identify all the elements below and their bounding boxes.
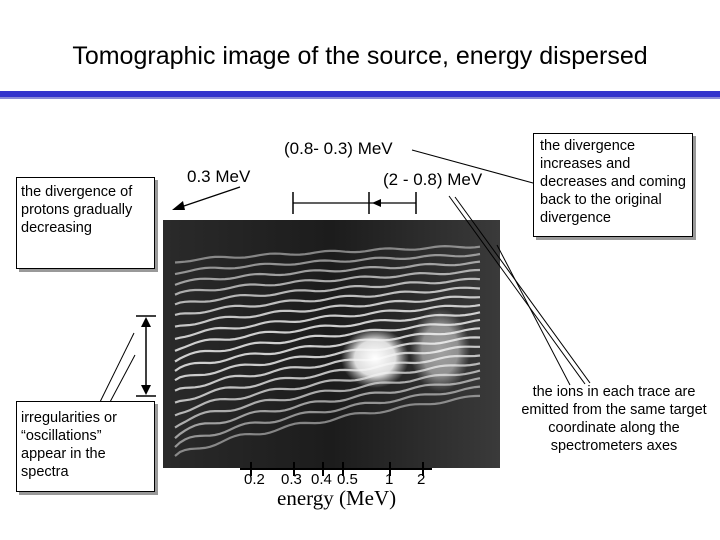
label-range-2-0.8-mev: (2 - 0.8) MeV xyxy=(383,170,483,189)
proton-trace xyxy=(174,303,481,340)
energy-axis-ticks xyxy=(250,462,424,476)
bright-spot-halo xyxy=(410,308,470,392)
slide-title: Tomographic image of the source, energy … xyxy=(72,42,648,70)
label-0.3-mev: 0.3 MeV xyxy=(187,167,251,186)
pointer-ions-3 xyxy=(496,244,571,386)
proton-trace xyxy=(174,252,481,276)
tick-label-0.3: 0.3 xyxy=(281,471,302,488)
pointer-ions-2 xyxy=(448,195,586,385)
proton-trace xyxy=(174,277,481,306)
tick-label-2: 2 xyxy=(417,471,426,488)
proton-trace xyxy=(174,286,481,316)
tick-label-0.2: 0.2 xyxy=(244,471,265,488)
proton-trace xyxy=(174,244,481,264)
title-divider-shadow xyxy=(0,97,720,99)
bright-spot xyxy=(341,328,409,388)
bracket-2-08-arrowhead xyxy=(372,199,381,207)
callout-irregularities: irregularities or “oscillations” appear … xyxy=(16,401,155,492)
tick-label-1: 1 xyxy=(385,471,394,488)
proton-trace xyxy=(174,394,481,457)
vertical-range-arrow-head-bottom xyxy=(141,385,151,395)
vertical-range-arrow-head-top xyxy=(141,317,151,327)
arrow-03-mev xyxy=(177,186,241,209)
tick-label-0.5: 0.5 xyxy=(337,471,358,488)
proton-trace xyxy=(174,295,481,328)
energy-axis-title: energy (MeV) xyxy=(277,486,397,510)
proton-trace xyxy=(174,385,481,448)
callout-divergence-decreasing: the divergence of protons gradually decr… xyxy=(16,177,155,269)
proton-trace xyxy=(174,268,481,296)
pointer-ions-1 xyxy=(454,196,591,384)
callout-ions-emitted: the ions in each trace are emitted from … xyxy=(521,384,707,454)
pointer-irregularities xyxy=(99,332,135,403)
title-divider xyxy=(0,91,720,97)
pointer-range-label xyxy=(411,149,534,184)
callout-divergence-returning: the divergence increases and decreases a… xyxy=(533,133,693,237)
label-range-0.8-0.3-mev: (0.8- 0.3) MeV xyxy=(284,139,393,158)
tick-label-0.4: 0.4 xyxy=(311,471,332,488)
proton-trace xyxy=(174,260,481,286)
arrow-03-mev-head xyxy=(172,201,185,210)
pointer-irregularities-2 xyxy=(109,354,136,403)
